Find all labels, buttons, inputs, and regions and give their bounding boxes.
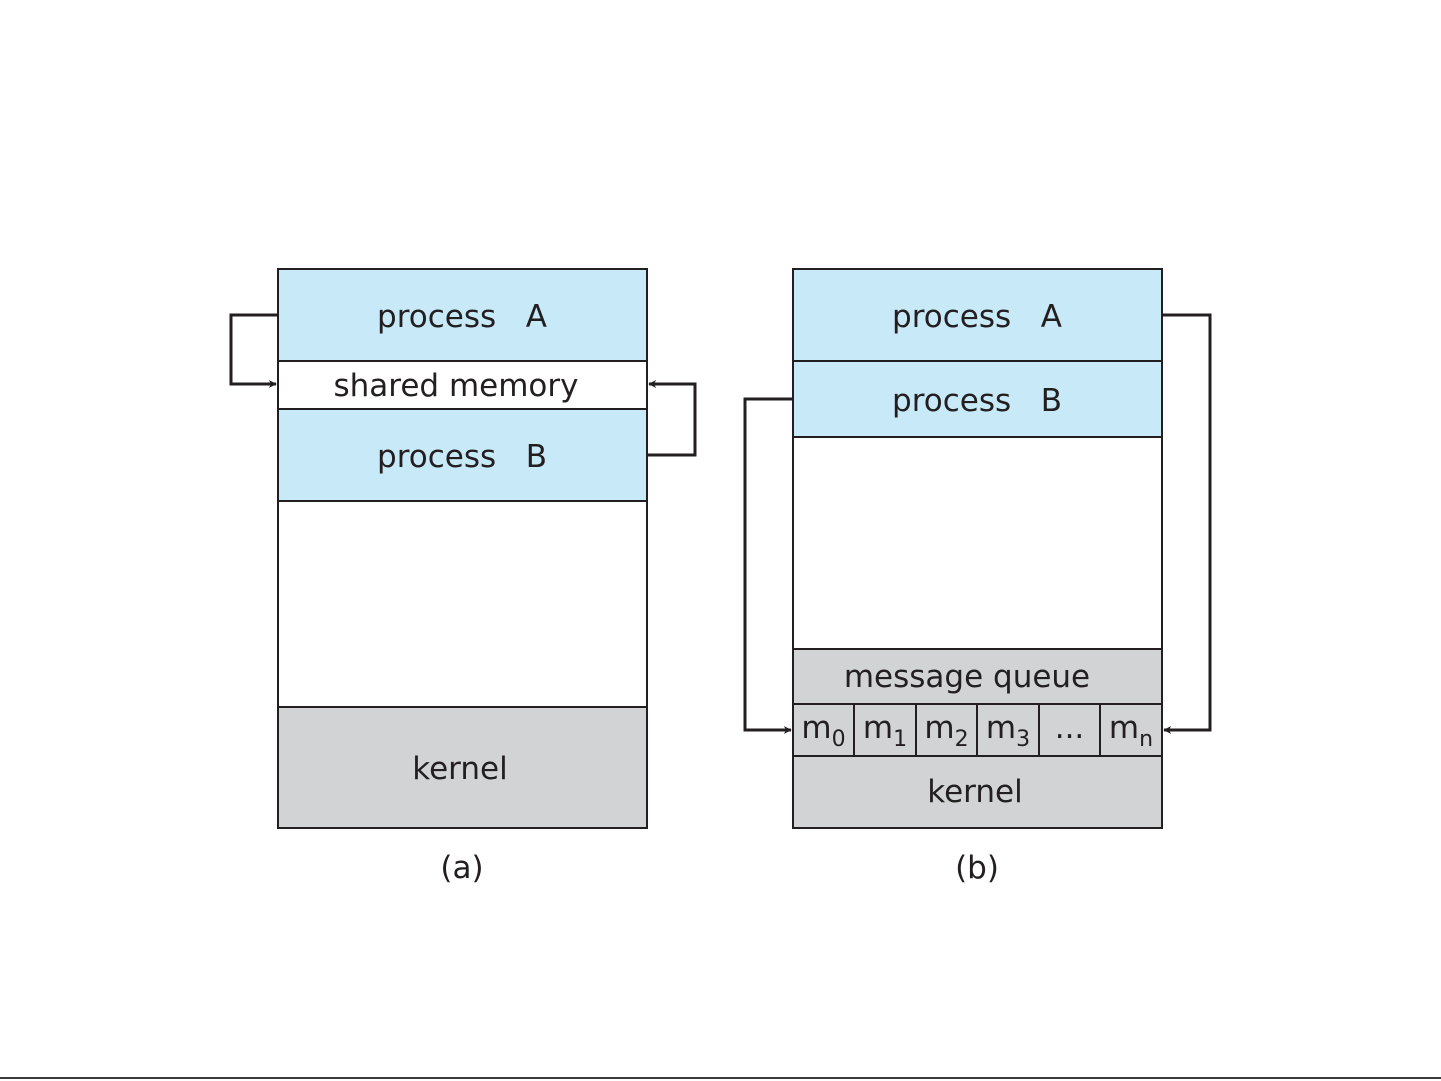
queue-slot-label-4: ... — [1055, 710, 1085, 746]
a-process-b-label: process B — [377, 439, 547, 475]
diagram-a: process A shared memory process B kernel… — [231, 269, 695, 886]
a-caption: (a) — [440, 850, 483, 886]
a-arrow-process-b-to-shared — [647, 384, 695, 455]
a-arrow-process-a-to-shared — [231, 315, 278, 384]
a-process-a-label: process A — [377, 299, 547, 335]
b-process-a-label: process A — [892, 299, 1062, 335]
a-kernel-label: kernel — [412, 751, 507, 787]
bottom-divider — [0, 1077, 1441, 1079]
b-free-space-box — [793, 437, 1162, 649]
b-arrow-process-b-to-m0 — [745, 399, 793, 730]
b-kernel-label: kernel — [927, 774, 1022, 810]
a-shared-memory-label: shared memory — [334, 368, 579, 404]
b-arrow-process-a-to-mn — [1162, 315, 1210, 730]
b-process-b-label: process B — [892, 383, 1062, 419]
b-caption: (b) — [955, 850, 999, 886]
a-free-space-box — [278, 501, 647, 707]
b-message-queue-label: message queue — [844, 659, 1090, 695]
